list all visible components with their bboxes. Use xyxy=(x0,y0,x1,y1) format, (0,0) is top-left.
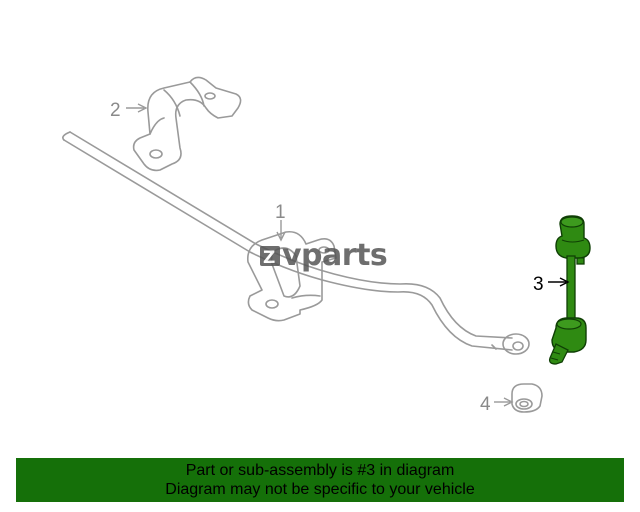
leader-arrow-3 xyxy=(559,277,570,287)
leader-arrow-1 xyxy=(276,231,286,242)
stabilizer-link-part-3[interactable] xyxy=(548,215,591,365)
callout-4[interactable]: 4 xyxy=(480,394,491,415)
leader-arrow-2 xyxy=(137,103,148,113)
watermark-text: vparts xyxy=(282,238,387,273)
callout-2[interactable]: 2 xyxy=(110,100,121,121)
watermark-logo-glyph: Z xyxy=(263,248,275,268)
callout-3[interactable]: 3 xyxy=(533,274,544,295)
info-banner: Part or sub-assembly is #3 in diagram Di… xyxy=(16,458,624,502)
leader-arrow-4 xyxy=(503,397,514,407)
stabilizer-bar[interactable] xyxy=(62,131,530,355)
banner-line-1: Part or sub-assembly is #3 in diagram xyxy=(185,462,455,479)
nut-part-4[interactable] xyxy=(511,383,543,413)
bracket-part-2[interactable] xyxy=(132,76,242,172)
callout-1[interactable]: 1 xyxy=(275,202,286,223)
watermark-logo: Z vparts xyxy=(260,238,388,273)
banner-line-2: Diagram may not be specific to your vehi… xyxy=(165,481,475,498)
